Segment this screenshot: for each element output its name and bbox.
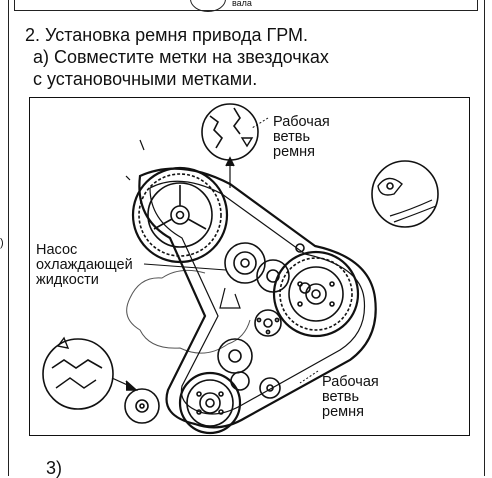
detail-top-timing-mark — [201, 103, 259, 188]
right-sprocket — [272, 250, 360, 338]
leader-top — [251, 117, 269, 129]
label-top-right-line-1: Рабочая — [273, 114, 330, 130]
label-top-right-line-2: ветвь — [273, 129, 311, 145]
label-pump-line-2: охлаждающей — [36, 257, 133, 273]
leader-bottom — [299, 370, 319, 384]
engine-outline — [126, 269, 251, 354]
label-pump-line-3: жидкости — [36, 272, 99, 288]
substep-line-2: с установочными метками. — [33, 69, 258, 89]
substep-line-1: а) Совместите метки на звездочках — [33, 47, 329, 67]
next-step-number: 3) — [46, 458, 63, 478]
timing-belt-diagram — [42, 103, 439, 435]
label-pump-line-1: Насос — [36, 242, 78, 258]
middle-idlers — [217, 338, 281, 399]
label-bottom-right-line-1: Рабочая — [322, 374, 379, 390]
margin-mark: ) — [0, 237, 4, 249]
previous-figure-frame — [14, 0, 478, 11]
water-pump-pulley — [219, 242, 266, 309]
leader-pump — [143, 263, 227, 271]
step-heading: 2. Установка ремня привода ГРМ. — [25, 25, 309, 45]
label-top-right-line-3: ремня — [273, 144, 315, 160]
crankshaft-sprocket — [178, 371, 242, 435]
small-crank-pulley — [124, 388, 160, 424]
timing-belt-figure: Рабочая ветвь ремня Насос охлаждающей жи… — [29, 97, 470, 436]
camshaft-sprocket — [131, 166, 229, 264]
label-bottom-right-line-2: ветвь — [322, 389, 360, 405]
detail-right-timing-mark — [371, 160, 439, 228]
detail-bottom-timing-mark — [42, 336, 139, 410]
page-right-rule — [484, 0, 485, 476]
previous-figure-caption: вала — [232, 0, 252, 8]
balance-sprocket — [254, 309, 282, 337]
page-left-rule — [8, 0, 9, 476]
label-bottom-right-line-3: ремня — [322, 404, 364, 420]
